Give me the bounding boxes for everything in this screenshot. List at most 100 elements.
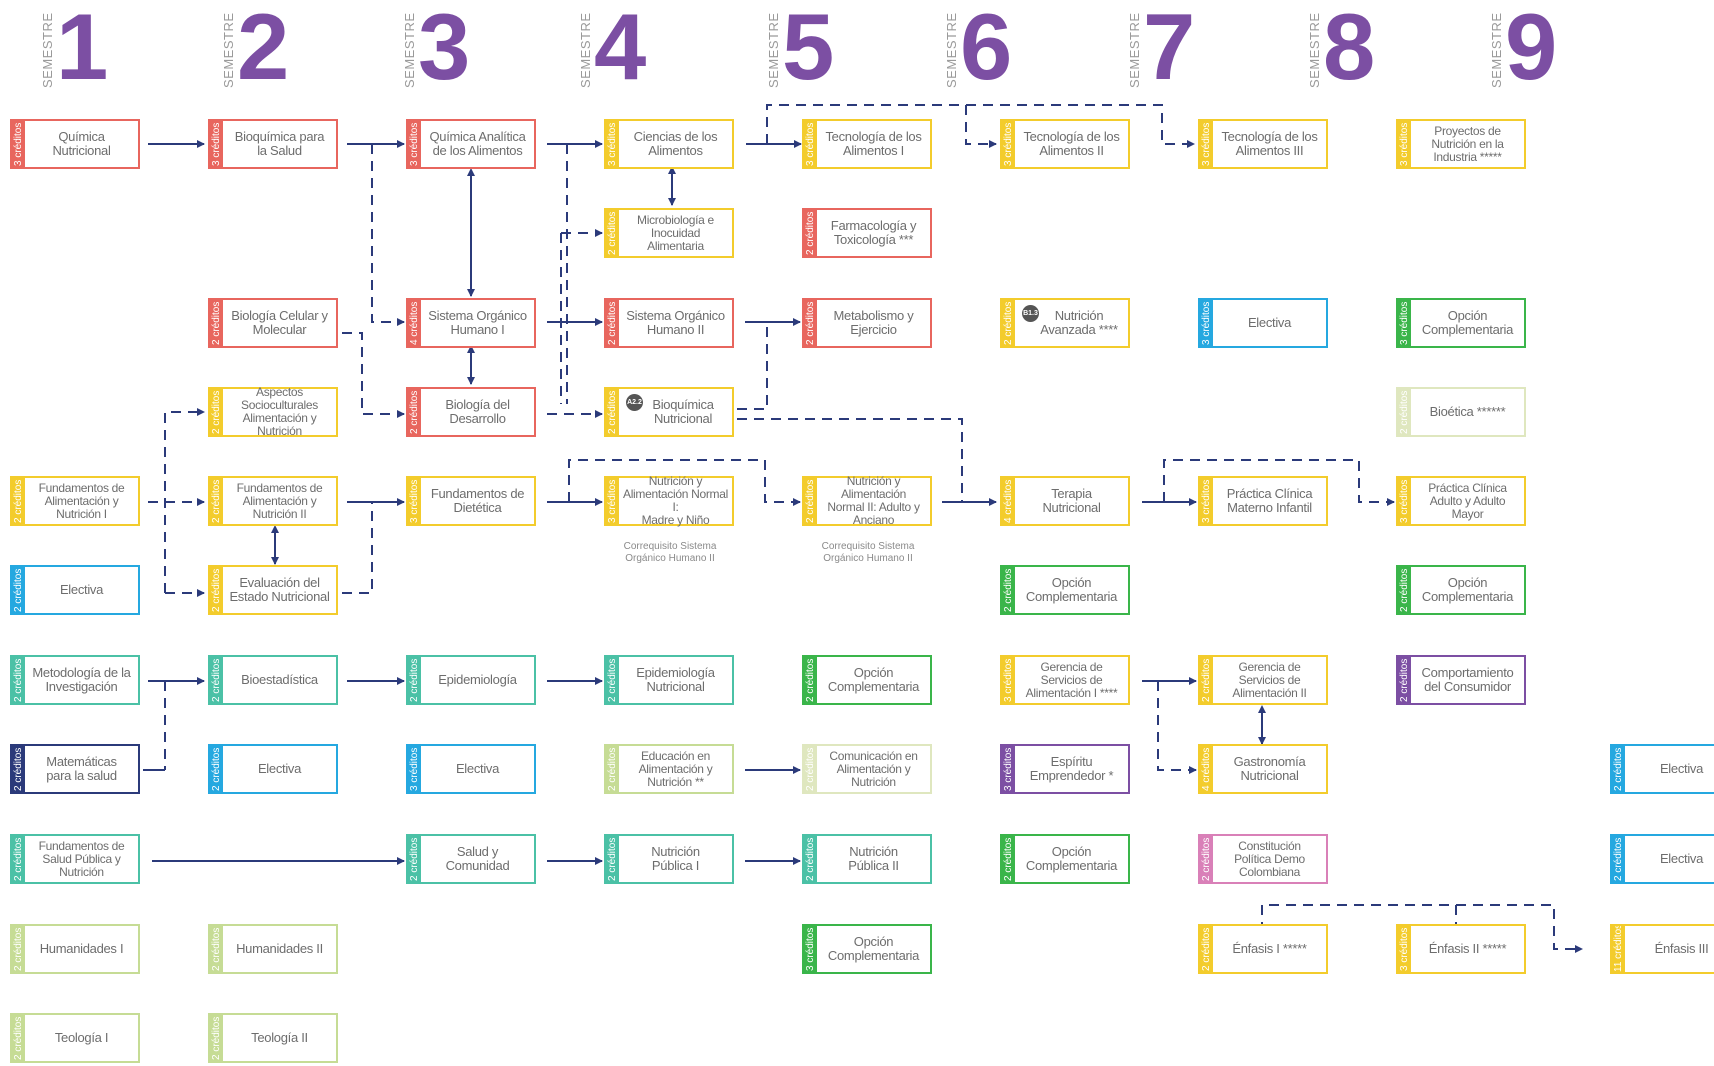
semester-number: 5	[782, 0, 835, 99]
credits-label: 3 créditos	[409, 122, 420, 166]
credits-label: 3 créditos	[607, 122, 618, 166]
credits-band: 2 créditos	[1002, 836, 1015, 882]
credits-label: 2 créditos	[607, 747, 618, 791]
credits-label: 3 créditos	[805, 927, 816, 971]
credits-band: 2 créditos	[408, 836, 421, 882]
credits-band: 2 créditos	[210, 389, 223, 435]
course-title: Énfasis I *****	[1232, 941, 1307, 956]
course-title: Práctica Clínica Materno Infantil	[1226, 486, 1313, 515]
credits-label: 2 créditos	[211, 747, 222, 791]
course-title: Bioquímica para la Salud	[234, 129, 325, 158]
credits-label: 2 créditos	[1399, 658, 1410, 702]
credits-label: 3 créditos	[1201, 301, 1212, 345]
semester-number: 2	[237, 0, 290, 99]
course-title: Teología II	[251, 1030, 308, 1045]
credits-band: 2 créditos	[1612, 746, 1625, 792]
credits-band: 2 créditos	[1398, 567, 1411, 613]
credits-band: 2 créditos	[210, 926, 223, 972]
link-line	[371, 144, 405, 326]
credits-label: 2 créditos	[805, 658, 816, 702]
credits-label: 2 créditos	[211, 390, 222, 434]
credits-band: 2 créditos	[606, 389, 619, 435]
course-title: Metodología de la Investigación	[32, 665, 131, 694]
credits-band: 2 créditos	[12, 478, 25, 524]
credits-label: 2 créditos	[211, 568, 222, 612]
credits-label: 2 créditos	[607, 390, 618, 434]
course-title: Fundamentos de Alimentación y Nutrición …	[38, 480, 125, 521]
semester-label: SEMESTRE	[221, 12, 236, 88]
credits-label: 2 créditos	[607, 211, 618, 255]
course-title: Sistema Orgánico Humano II	[626, 308, 725, 337]
credits-label: 3 créditos	[1201, 122, 1212, 166]
credits-label: 2 créditos	[211, 927, 222, 971]
course-title: Epidemiología	[438, 672, 517, 687]
credits-band: 3 créditos	[408, 121, 421, 167]
course-fundamentos-ali-1[interactable]: 2 créditos Fundamentos de Alimentación y …	[10, 476, 140, 526]
